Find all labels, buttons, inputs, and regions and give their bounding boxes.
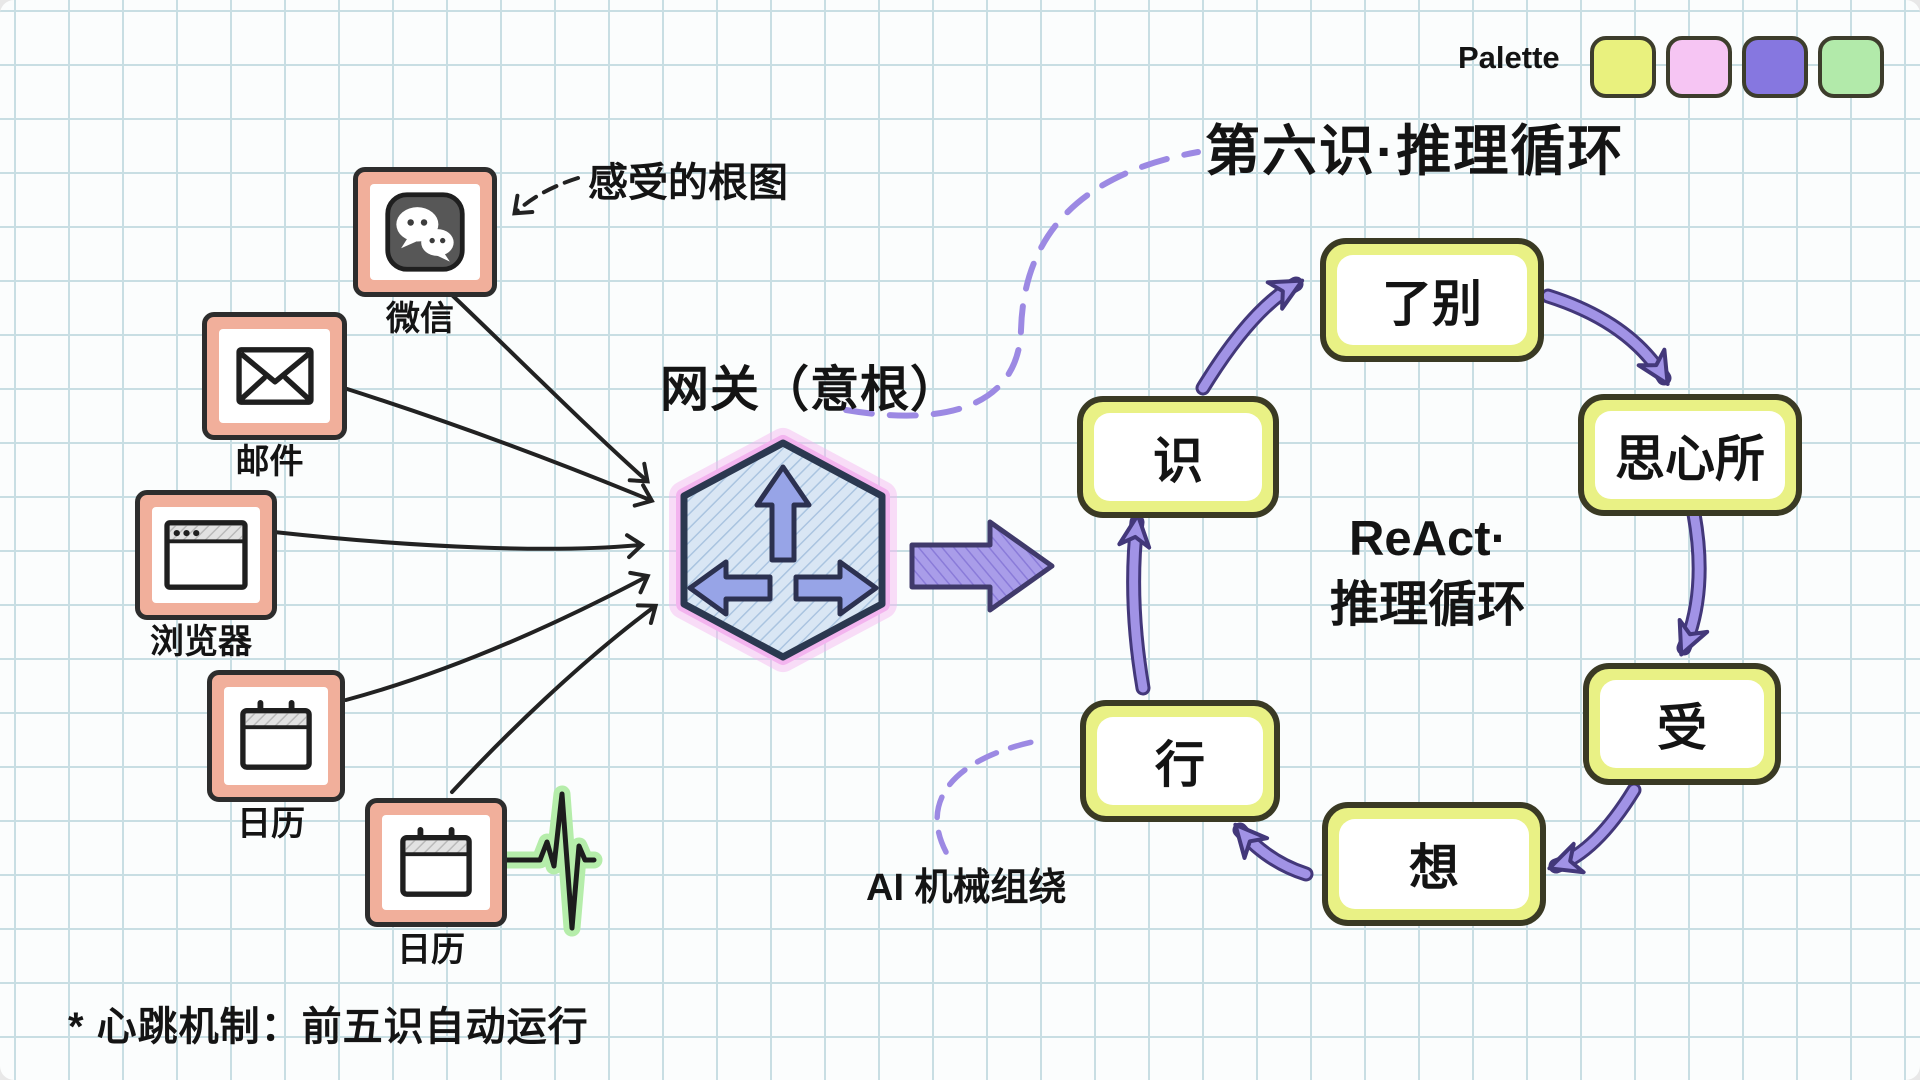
ai-note-dashed-line (934, 737, 1045, 855)
node-inner (1600, 680, 1764, 768)
browser-label: 浏览器 (150, 623, 252, 661)
arrow-sixinsuo-to-shou (1676, 506, 1710, 657)
wechat-note: 感受的根图 (588, 161, 788, 205)
cycle-center-line2: 推理循环 (1329, 578, 1526, 632)
calendar2-label: 日历 (397, 931, 465, 969)
calendar-icon (224, 687, 328, 785)
node-inner (1094, 413, 1262, 501)
cycle-node-xing: 行 (1080, 700, 1280, 822)
heartbeat-icon (493, 785, 603, 937)
palette-label: Palette (1458, 40, 1560, 75)
calendar1-label: 日历 (237, 805, 305, 843)
router-arrow-left (687, 559, 773, 617)
gateway-label: 网关（意根） (660, 363, 961, 417)
arrow-wechat-to-gateway (450, 293, 650, 484)
palette-swatch-purple (1742, 36, 1808, 98)
arrow-xing-to-shi (1117, 513, 1152, 696)
palette-swatch-yellow-green (1590, 36, 1656, 98)
node-inner (1595, 411, 1785, 499)
browser-icon (152, 507, 260, 603)
node-label: 行 (1155, 737, 1205, 793)
browser-app-tile (135, 490, 277, 620)
arrow-shi-to-liaobie (1195, 276, 1305, 396)
cycle-node-shi: 识 (1077, 396, 1279, 518)
wechat-icon (370, 184, 480, 280)
wechat-label: 微信 (386, 300, 454, 338)
cycle-node-liaobie: 了别 (1320, 238, 1544, 362)
node-label: 了别 (1382, 276, 1482, 332)
arrow-calendar2-to-gateway (450, 603, 659, 794)
cycle-center-label: ReAct· 推理循环 (1268, 506, 1588, 638)
arrow-xiang-to-xing (1232, 822, 1314, 882)
cycle-title: 第六识·推理循环 (1205, 120, 1625, 182)
calendar-icon (382, 815, 490, 910)
email-label: 邮件 (235, 443, 304, 481)
input-arrows (272, 293, 659, 794)
router-arrow-up (754, 464, 812, 563)
cycle-node-shou: 受 (1583, 663, 1781, 785)
palette-swatch-pink (1666, 36, 1732, 98)
node-label: 受 (1657, 700, 1707, 756)
cycle-node-xiang: 想 (1322, 802, 1546, 926)
gateway-to-cycle-arrow (909, 519, 1055, 613)
arrow-shou-to-xiang (1547, 782, 1642, 875)
node-inner (1337, 255, 1527, 345)
node-label: 思心所 (1615, 431, 1765, 487)
node-label: 想 (1409, 840, 1459, 896)
node-label: 识 (1153, 433, 1203, 489)
wechat-note-dashed-arrow (512, 176, 580, 216)
node-inner (1097, 717, 1263, 805)
calendar-app-tile-2 (365, 798, 507, 927)
ai-note: AI 机械组绕 (866, 867, 1067, 909)
arrow-liaobie-to-sixinsuo (1540, 288, 1672, 386)
arrow-calendar1-to-gateway (344, 570, 651, 702)
cycle-arrows (1117, 276, 1710, 882)
cycle-node-sixinsuo: 思心所 (1578, 394, 1802, 516)
heartbeat-footnote: * 心跳机制：前五识自动运行 (68, 1005, 589, 1049)
router-arrows (687, 464, 879, 617)
palette-swatch-green (1818, 36, 1884, 98)
node-inner (1339, 819, 1529, 909)
email-app-tile (202, 312, 347, 440)
router-arrow-right (793, 559, 879, 617)
calendar-app-tile-1 (207, 670, 345, 802)
router-hexagon-icon (669, 428, 897, 672)
arrow-email-to-gateway (342, 386, 655, 508)
email-icon (219, 329, 330, 423)
wechat-app-tile (353, 167, 497, 297)
cycle-center-line1: ReAct· (1349, 512, 1507, 566)
arrow-browser-to-gateway (272, 530, 646, 560)
gateway-to-title-dashed-line (843, 149, 1201, 419)
